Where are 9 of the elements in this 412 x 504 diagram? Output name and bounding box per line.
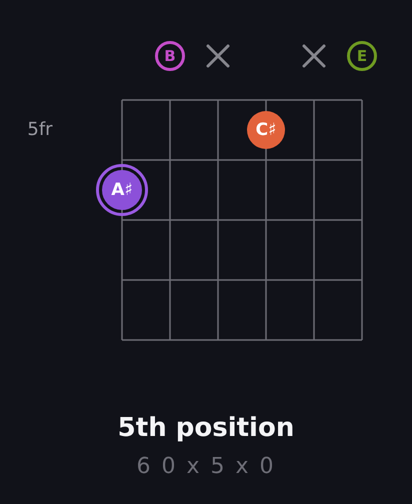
mute-cross-icon: [206, 44, 230, 68]
chord-title: 5th position: [118, 414, 294, 444]
note-ring: E: [347, 41, 377, 71]
note-ring: B: [155, 41, 185, 71]
fret-number: 5fr: [26, 120, 54, 140]
note-dot: C♯: [247, 111, 285, 149]
mute-cross-icon: [302, 44, 326, 68]
fingering-code: 6 0 x 5 x 0: [136, 454, 276, 480]
root-note-dot: A♯: [96, 164, 148, 216]
